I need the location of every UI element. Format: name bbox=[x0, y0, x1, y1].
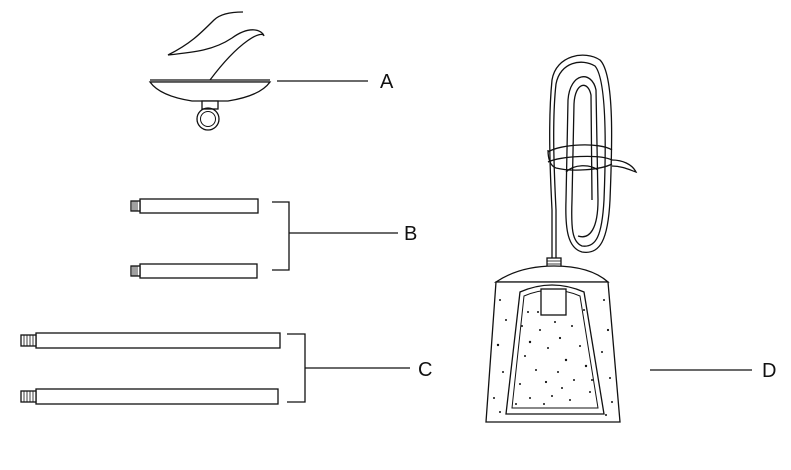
pendant-socket bbox=[540, 288, 567, 316]
canopy-part bbox=[148, 11, 272, 131]
canopy-dome bbox=[148, 81, 272, 102]
short-rod-1 bbox=[130, 198, 259, 214]
long-rod-2 bbox=[20, 388, 279, 405]
callout-b: B bbox=[404, 223, 417, 245]
shade-speckles bbox=[493, 299, 613, 416]
short-rod-2 bbox=[130, 263, 258, 279]
canopy-stem bbox=[201, 100, 219, 110]
callout-c: C bbox=[418, 359, 432, 381]
bracket-b bbox=[272, 201, 290, 271]
callout-a: A bbox=[380, 71, 394, 93]
coiled-cord bbox=[547, 54, 638, 262]
canopy-loop bbox=[196, 107, 220, 131]
bracket-c bbox=[287, 333, 306, 403]
canopy-wire bbox=[167, 11, 265, 81]
pendant-inner-glass bbox=[505, 284, 605, 415]
pendant-part bbox=[485, 54, 638, 423]
long-rod-1 bbox=[20, 332, 281, 349]
pendant-cap bbox=[493, 265, 610, 283]
canopy-loop-inner bbox=[200, 111, 216, 127]
callout-d: D bbox=[762, 360, 776, 382]
pendant-shade bbox=[485, 281, 621, 423]
